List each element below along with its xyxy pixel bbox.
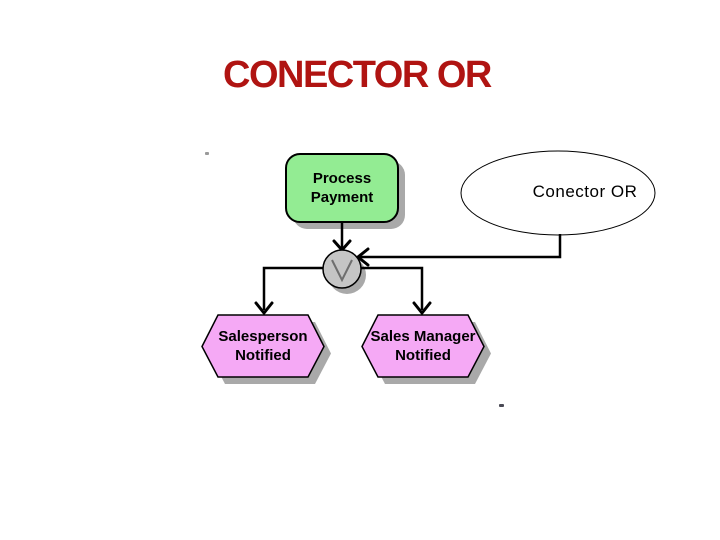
annotation-label: Conector OR	[532, 181, 638, 201]
slide-title: CONECTOR OR	[223, 54, 492, 96]
process-function-label: Process Payment	[310, 170, 374, 206]
or-symbol-icon	[331, 259, 353, 283]
line-ellipse-to-connector	[360, 234, 562, 259]
arrowhead-down-right-event	[412, 301, 432, 316]
artifact-dot	[205, 152, 209, 155]
line-connector-to-right-event	[361, 266, 424, 310]
event-label-salesperson: Salesperson Notified	[218, 328, 308, 364]
or-connector-node	[322, 249, 362, 289]
arrowhead-down-left-event	[254, 301, 274, 316]
event-shape-salesperson	[201, 314, 325, 378]
event-shape-sales-manager	[361, 314, 485, 378]
artifact-dot	[499, 404, 504, 407]
flow-lines	[262, 222, 562, 310]
or-connector-circle	[322, 249, 362, 289]
arrowhead-left-into-connector	[355, 247, 370, 267]
event-label-sales-manager: Sales Manager Notified	[370, 328, 476, 364]
annotation-ellipse-shape	[460, 150, 656, 236]
line-connector-to-left-event	[262, 266, 323, 310]
